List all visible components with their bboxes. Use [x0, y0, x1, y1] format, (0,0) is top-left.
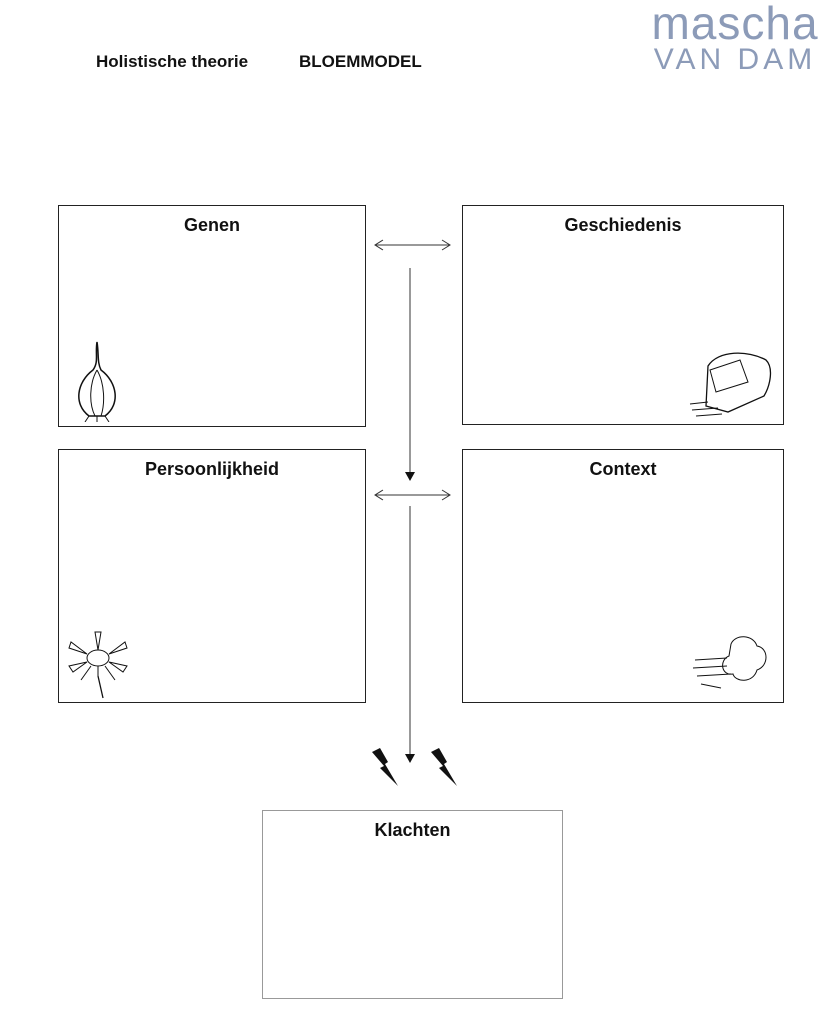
box-context: Context	[462, 449, 784, 703]
box-title: Persoonlijkheid	[144, 459, 280, 479]
logo-line1: mascha	[651, 0, 819, 49]
box-genen: Genen	[58, 205, 366, 427]
box-klachten: Klachten	[262, 810, 563, 999]
document-subtitle: BLOEMMODEL	[299, 52, 422, 71]
arrowhead-lower	[405, 754, 415, 763]
double-arrow-top	[374, 239, 451, 251]
box-persoonlijkheid: Persoonlijkheid	[58, 449, 366, 703]
box-title: Klachten	[374, 820, 451, 840]
garlic-bulb-icon	[78, 341, 116, 422]
box-title: Geschiedenis	[564, 215, 682, 235]
logo-line2: VAN DAM	[653, 43, 817, 76]
arrowhead-upper	[405, 472, 415, 481]
document-title: Holistische theorie	[96, 52, 249, 71]
wind-cloud-sketch-icon	[692, 636, 767, 689]
logo: mascha VAN DAM	[650, 0, 820, 80]
lightning-bolt-icon	[372, 748, 398, 786]
lightning-bolt-icon	[431, 748, 457, 786]
treasure-chest-sketch-icon	[689, 352, 772, 417]
daisy-flower-icon	[68, 631, 128, 699]
box-title: Context	[589, 459, 657, 479]
double-arrow-middle	[374, 489, 451, 501]
box-geschiedenis: Geschiedenis	[462, 205, 784, 425]
box-title: Genen	[183, 215, 240, 235]
